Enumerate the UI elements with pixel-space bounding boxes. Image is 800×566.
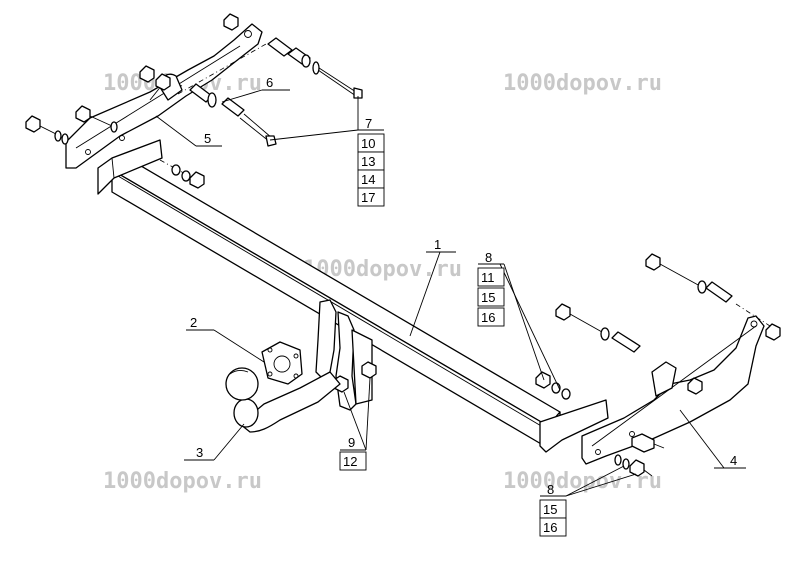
watermark-top-right: 1000dopov.ru [503,71,662,96]
svg-text:3: 3 [196,445,203,460]
callout-2: 2 [186,315,265,363]
callout-7-stack: 7 10 13 14 17 [269,96,385,207]
svg-text:1: 1 [434,237,441,252]
svg-text:15: 15 [481,290,495,305]
watermark-bottom-left: 1000dopov.ru [103,469,262,494]
svg-text:2: 2 [190,315,197,330]
svg-text:9: 9 [348,435,355,450]
center-hitch-assembly [225,299,377,433]
callout-6: 6 [221,75,290,103]
svg-text:16: 16 [481,310,495,325]
callout-8b-stack: 8 15 16 [539,465,637,537]
left-bracket [65,23,263,169]
svg-text:15: 15 [543,502,557,517]
callout-3: 3 [184,423,245,461]
svg-text:13: 13 [361,154,375,169]
callout-8-stack: 8 11 15 16 [477,250,561,391]
svg-text:14: 14 [361,172,375,187]
svg-text:6: 6 [266,75,273,90]
left-bracket-hardware [25,13,363,189]
callout-5: 5 [155,115,222,147]
right-bracket [581,315,765,465]
svg-text:8: 8 [485,250,492,265]
callout-9-stack: 9 12 [339,377,371,471]
svg-text:17: 17 [361,190,375,205]
right-bracket-hardware [535,253,781,477]
svg-text:4: 4 [730,453,737,468]
svg-text:7: 7 [365,116,372,131]
svg-text:5: 5 [204,131,211,146]
callout-4: 4 [679,409,746,469]
svg-text:16: 16 [543,520,557,535]
callout-1: 1 [409,237,456,337]
svg-text:11: 11 [481,270,495,285]
svg-text:10: 10 [361,136,375,151]
svg-text:8: 8 [547,482,554,497]
svg-text:12: 12 [343,454,357,469]
